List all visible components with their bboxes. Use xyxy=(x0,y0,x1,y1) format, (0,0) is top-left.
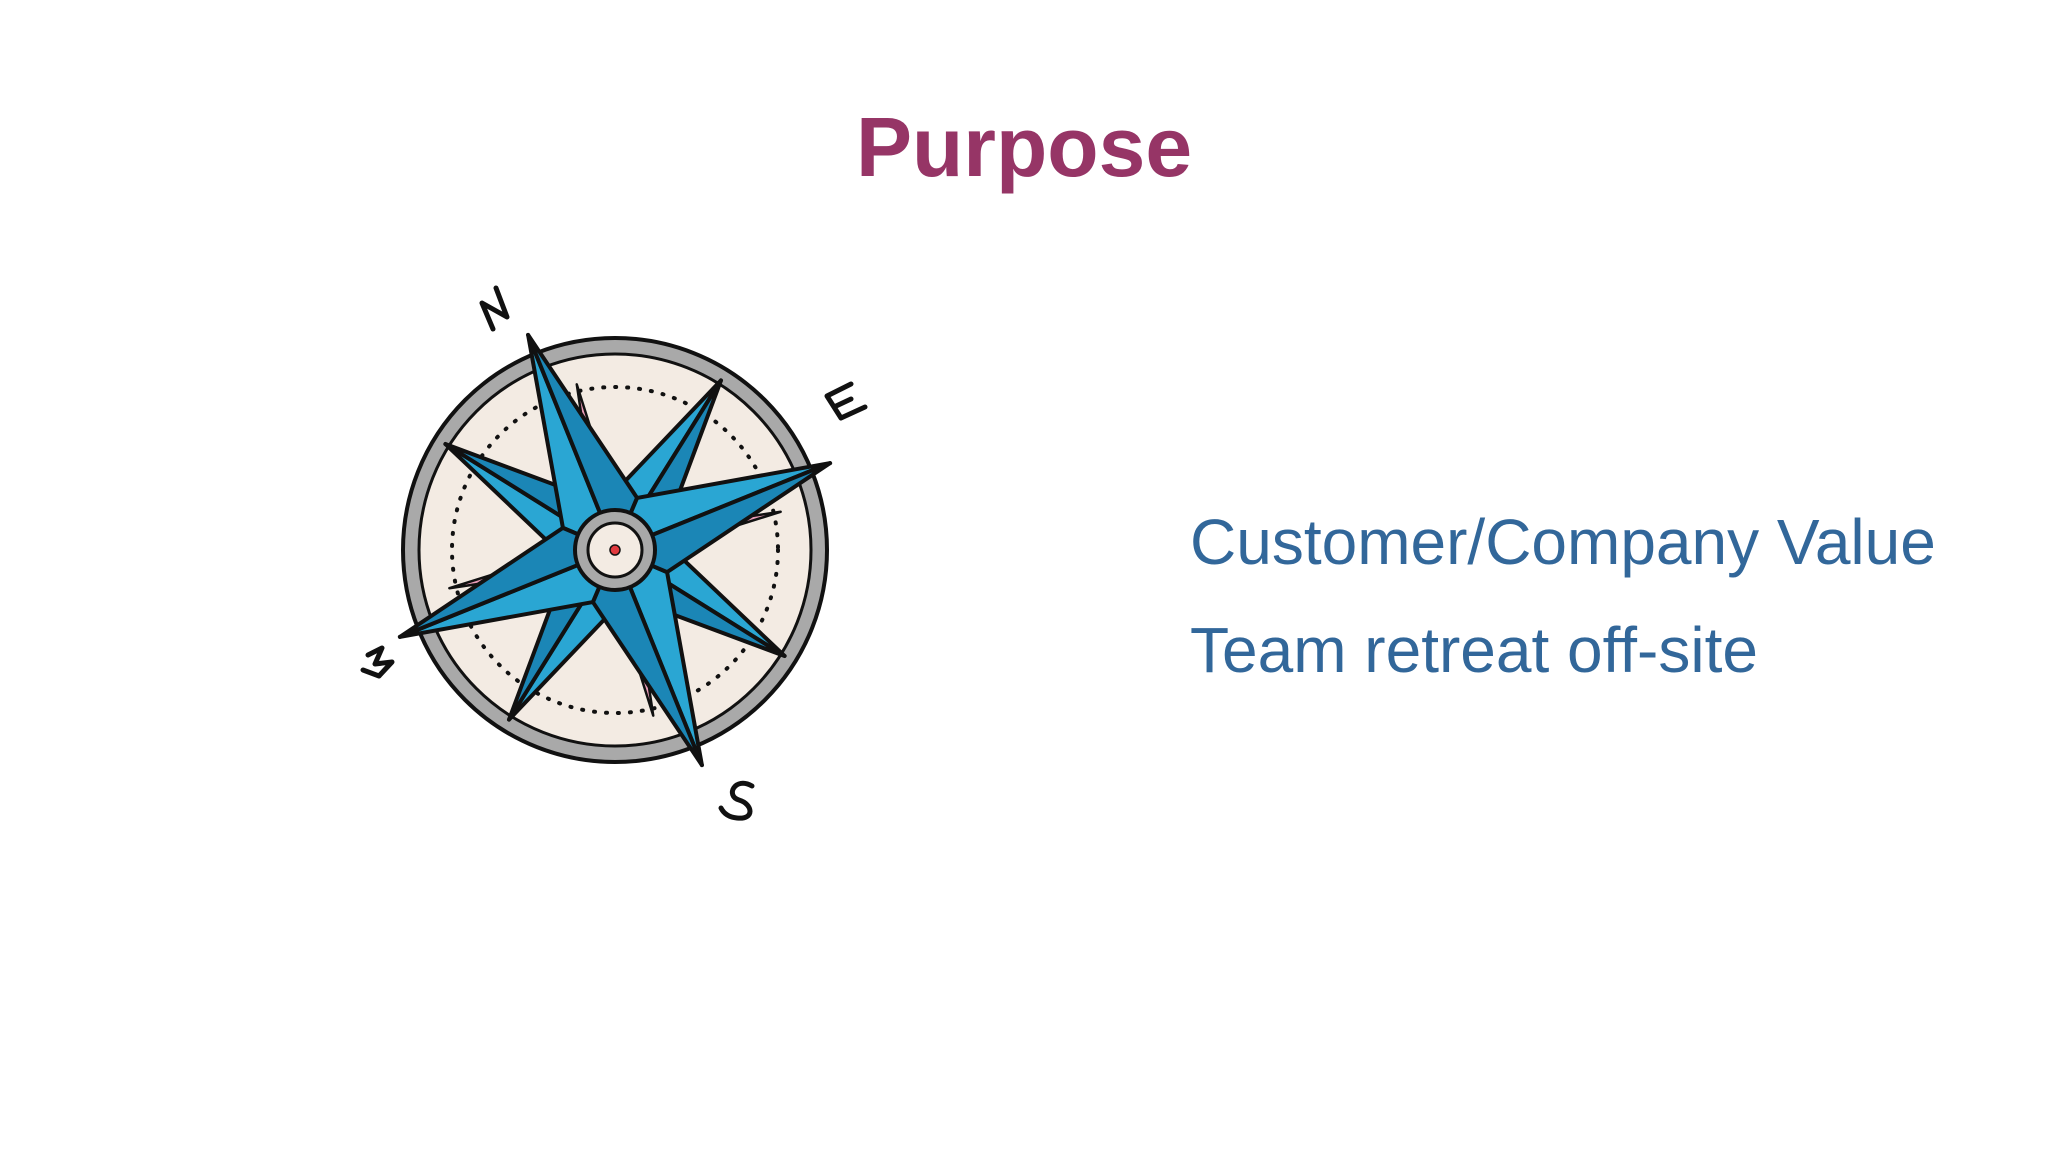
compass-letter-e xyxy=(824,381,868,421)
bullet-team-retreat: Team retreat off-site xyxy=(1190,614,1758,686)
compass-letter-s xyxy=(718,780,755,821)
compass-secondary-points xyxy=(443,378,787,722)
compass-rose-icon xyxy=(360,285,868,821)
compass-letter-w xyxy=(360,645,395,679)
compass-center-dot xyxy=(609,544,621,556)
bullet-list: Customer/Company Value Team retreat off-… xyxy=(1190,488,1936,704)
compass-dotted-ring xyxy=(450,385,780,715)
compass-cardinal-points xyxy=(397,332,833,768)
slide-title: Purpose xyxy=(855,100,1193,194)
compass-letter-n xyxy=(479,285,510,332)
compass-letters xyxy=(360,285,868,821)
bullet-customer-company-value: Customer/Company Value xyxy=(1190,506,1936,578)
